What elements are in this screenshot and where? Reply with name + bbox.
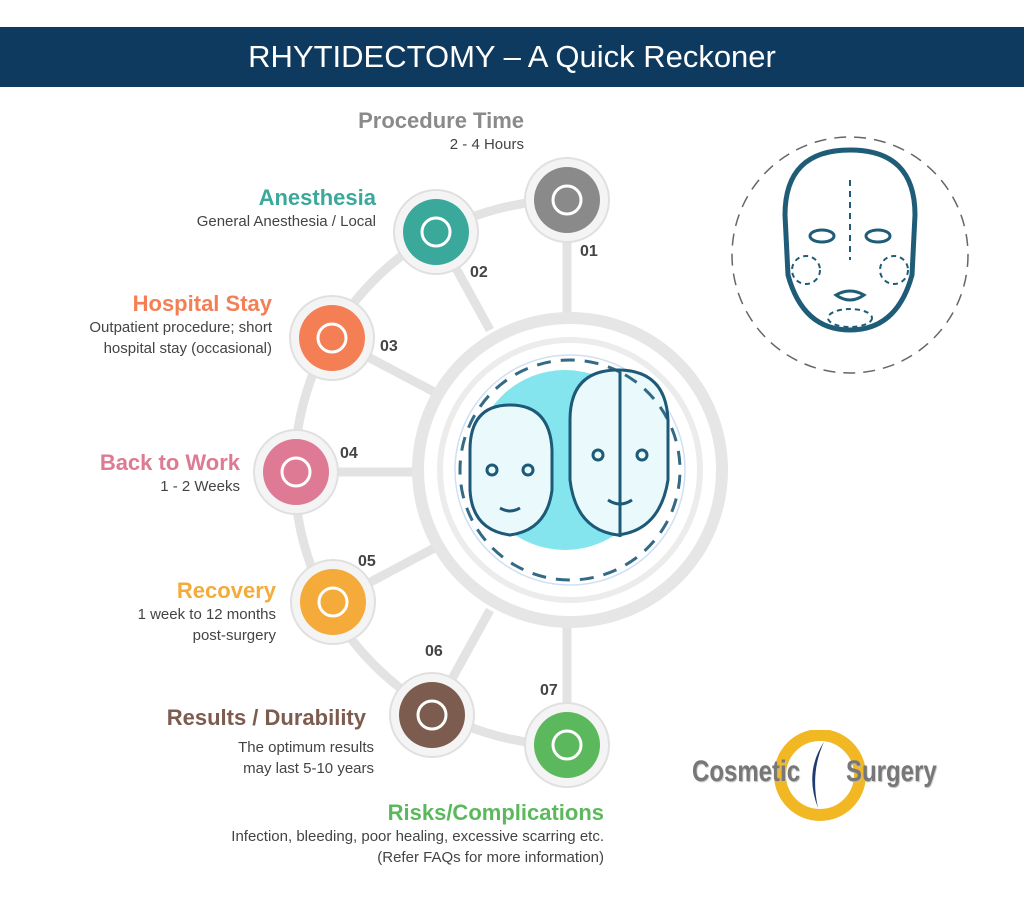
step-title: Hospital Stay: [132, 291, 272, 316]
icon-glyph: [551, 184, 583, 216]
step-desc: Outpatient procedure; short: [89, 319, 272, 336]
step-desc: may last 5-10 years: [243, 760, 374, 777]
medical-kit-icon: [399, 682, 465, 748]
icon-glyph: [280, 456, 312, 488]
step-desc: 1 week to 12 months: [137, 606, 276, 623]
step-03-label: Hospital Stay Outpatient procedure; shor…: [89, 291, 272, 359]
step-title: Procedure Time: [358, 108, 524, 133]
before-after-faces-icon: [468, 368, 670, 537]
step-number: 04: [340, 445, 358, 462]
step-desc: hospital stay (occasional): [103, 340, 272, 357]
step-title: Anesthesia: [258, 185, 376, 210]
icon-glyph: [416, 699, 448, 731]
logo-word-right: Surgery: [846, 755, 937, 788]
step-01-label: Procedure Time 2 - 4 Hours: [358, 108, 524, 155]
step-06-label: Results / Durability The optimum results…: [166, 705, 374, 779]
nodes: [253, 157, 610, 788]
medical-shield-icon: [534, 712, 600, 778]
step-02-label: Anesthesia General Anesthesia / Local: [197, 185, 376, 232]
step-title: Back to Work: [99, 450, 240, 475]
step-node-05: [290, 559, 376, 645]
step-number: 05: [358, 553, 376, 570]
step-node-02: [393, 189, 479, 275]
icon-glyph: [317, 586, 349, 618]
logo-word-left: Cosmetic: [692, 755, 801, 788]
page-title: RHYTIDECTOMY – A Quick Reckoner: [0, 27, 1024, 87]
cosmetic-surgery-logo: Cosmetic Surgery: [692, 730, 940, 825]
step-title: Risks/Complications: [387, 800, 604, 825]
step-node-03: [289, 295, 375, 381]
step-desc: post-surgery: [192, 627, 276, 644]
step-05-label: Recovery 1 week to 12 months post-surger…: [138, 578, 276, 646]
icon-glyph: [551, 729, 583, 761]
step-number: 07: [540, 682, 558, 699]
step-node-07: [524, 702, 610, 788]
step-number: 06: [425, 643, 443, 660]
logo-emblem: [774, 730, 866, 821]
step-number: 02: [470, 264, 488, 281]
syringe-icon: [403, 199, 469, 265]
worker-cycle-icon: [263, 439, 329, 505]
face-markings-illustration: [731, 136, 969, 374]
step-desc: 2 - 4 Hours: [449, 136, 524, 153]
recovery-person-icon: [300, 569, 366, 635]
step-desc: (Refer FAQs for more information): [377, 849, 604, 866]
step-title: Recovery: [176, 578, 276, 603]
icon-glyph: [316, 322, 348, 354]
icon-glyph: [420, 216, 452, 248]
step-desc: 1 - 2 Weeks: [160, 478, 240, 495]
step-node-06: [389, 672, 475, 758]
step-desc: General Anesthesia / Local: [196, 213, 376, 230]
hospital-bed-icon: [299, 305, 365, 371]
step-desc: Infection, bleeding, poor healing, exces…: [231, 828, 604, 845]
clock-icon: [534, 167, 600, 233]
step-number: 01: [580, 243, 598, 260]
step-desc: The optimum results: [238, 739, 374, 756]
step-node-04: [253, 429, 339, 515]
center-circle: [412, 312, 728, 628]
step-number: 03: [380, 338, 398, 355]
step-node-01: [524, 157, 610, 243]
step-04-label: Back to Work 1 - 2 Weeks: [100, 450, 240, 497]
step-07-label: Risks/Complications Infection, bleeding,…: [231, 800, 604, 868]
step-title: Results / Durability: [166, 705, 366, 730]
